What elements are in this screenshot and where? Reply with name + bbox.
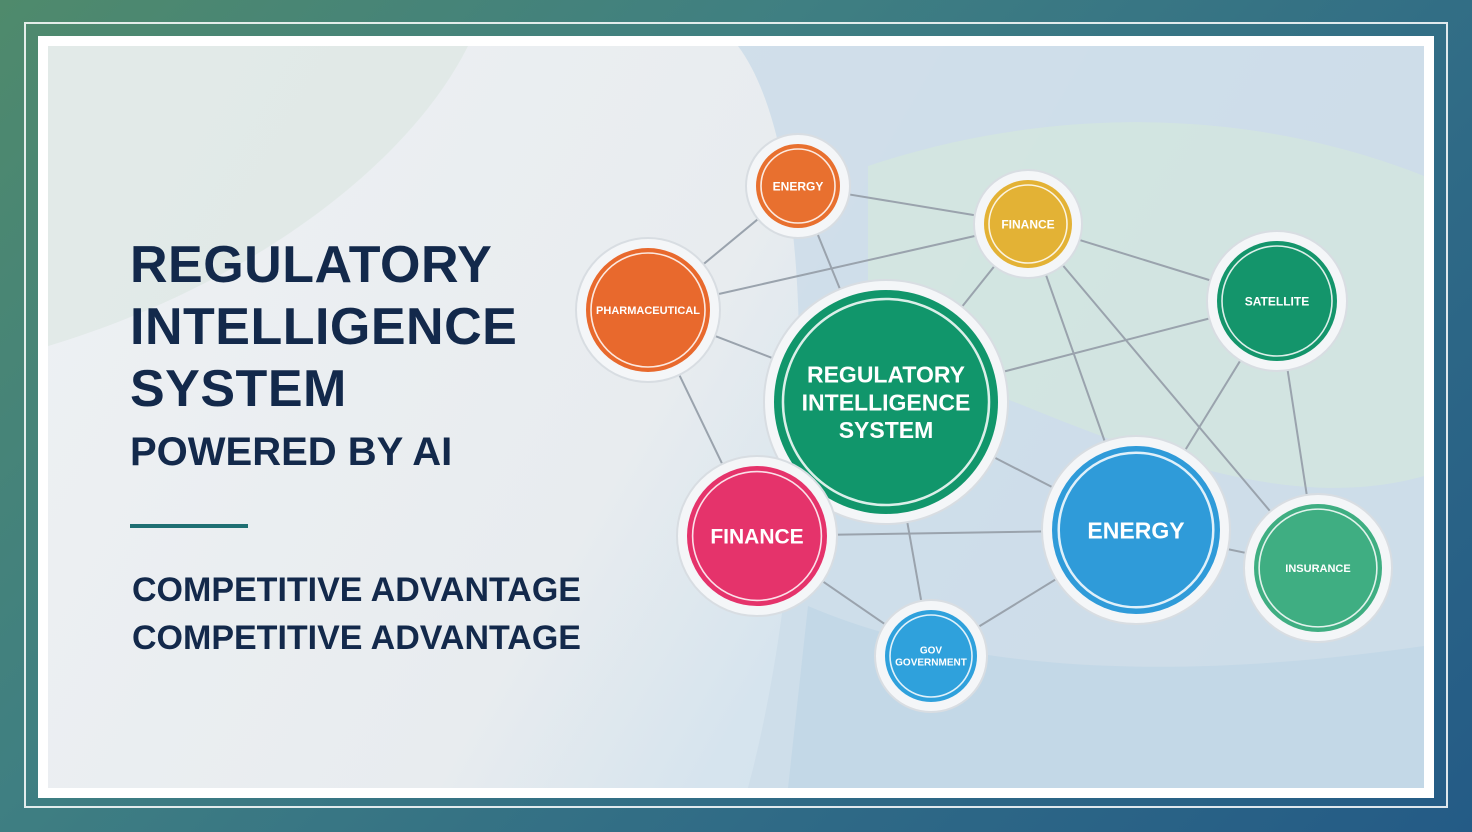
node-inner-ring (1221, 245, 1333, 357)
connector-finance-energy (832, 530, 1047, 536)
connector-finance_small-tech (1075, 237, 1215, 283)
node-inner-ring (889, 614, 973, 698)
node-label: FINANCE (1001, 217, 1054, 231)
node-inner-ring (590, 252, 706, 368)
node-inner-ring (760, 148, 836, 224)
node-label: ENERGY (1087, 517, 1184, 543)
connector-center-energy (990, 454, 1057, 490)
connector-pharma-finance (676, 370, 725, 468)
node-inner-ring (988, 184, 1068, 264)
node-circle (586, 248, 710, 372)
node-inner-ring (1057, 451, 1215, 609)
node-label: PHARMACEUTICAL (596, 305, 700, 317)
connector-center-finance_small (958, 262, 998, 311)
slide-panel: REGULATORY INTELLIGENCE SYSTEM POWERED B… (38, 36, 1434, 798)
node-label: REGULATORY (807, 362, 965, 388)
title-line-1: REGULATORY (130, 236, 493, 294)
connector-center-pharma (711, 333, 777, 361)
connector-energy-gov (974, 576, 1060, 630)
connector-pharma-energy_small (699, 215, 762, 268)
node-circle (1254, 504, 1382, 632)
subtitle: POWERED BY AI (130, 430, 453, 474)
node-circle (1217, 241, 1337, 361)
divider-line (130, 524, 248, 528)
node-circle (1052, 446, 1220, 614)
connector-finance-gov (818, 578, 889, 628)
connector-finance_small-energy (1043, 270, 1107, 446)
connector-energy_small-finance_small (845, 192, 979, 217)
tagline-1: COMPETITIVE ADVANTAGE (132, 571, 581, 609)
node-circle (885, 610, 977, 702)
connector-center-tech (999, 316, 1214, 374)
node-circle (756, 144, 840, 228)
node-label: SATELLITE (1245, 294, 1309, 308)
connector-tech-insurance (1286, 366, 1309, 499)
energy-node[interactable]: ENERGY (1041, 435, 1231, 625)
node-inner-ring (1258, 508, 1378, 628)
node-inner-ring (691, 470, 823, 602)
outer-frame (24, 22, 1448, 808)
node-label: FINANCE (710, 526, 803, 549)
connector-pharma-finance_small (714, 234, 980, 296)
node-label: SYSTEM (839, 417, 934, 443)
insurance-node[interactable]: INSURANCE (1243, 493, 1393, 643)
connector-center-energy_small (815, 230, 843, 294)
node-circle (687, 466, 827, 606)
connector-tech-energy (1182, 356, 1244, 454)
finance-small-node[interactable]: FINANCE (973, 169, 1083, 279)
node-label: INSURANCE (1285, 563, 1350, 575)
slide-canvas: REGULATORY INTELLIGENCE SYSTEM POWERED B… (48, 46, 1424, 788)
energy-small-node[interactable]: ENERGY (745, 133, 851, 239)
node-label: GOV (920, 646, 943, 657)
node-label: INTELLIGENCE (802, 389, 971, 415)
node-inner-ring (781, 297, 991, 507)
node-circle (774, 290, 998, 514)
title-line-3: SYSTEM (130, 360, 347, 418)
tagline-block: COMPETITIVE ADVANTAGE COMPETITIVE ADVANT… (132, 566, 581, 662)
pharmaceutical-node[interactable]: PHARMACEUTICAL (575, 237, 721, 383)
connector-center-gov (905, 518, 923, 605)
tagline-2: COMPETITIVE ADVANTAGE (132, 619, 581, 657)
node-label: ENERGY (773, 179, 824, 193)
technology-node[interactable]: SATELLITE (1206, 230, 1348, 372)
title-block: REGULATORY INTELLIGENCE SYSTEM POWERED B… (130, 234, 600, 480)
finance-node[interactable]: FINANCE (676, 455, 838, 617)
node-circle (984, 180, 1072, 268)
title-line-2: INTELLIGENCE (130, 298, 518, 356)
node-label: GOVERNMENT (895, 658, 967, 669)
connector-finance_small-insurance (1059, 261, 1274, 516)
